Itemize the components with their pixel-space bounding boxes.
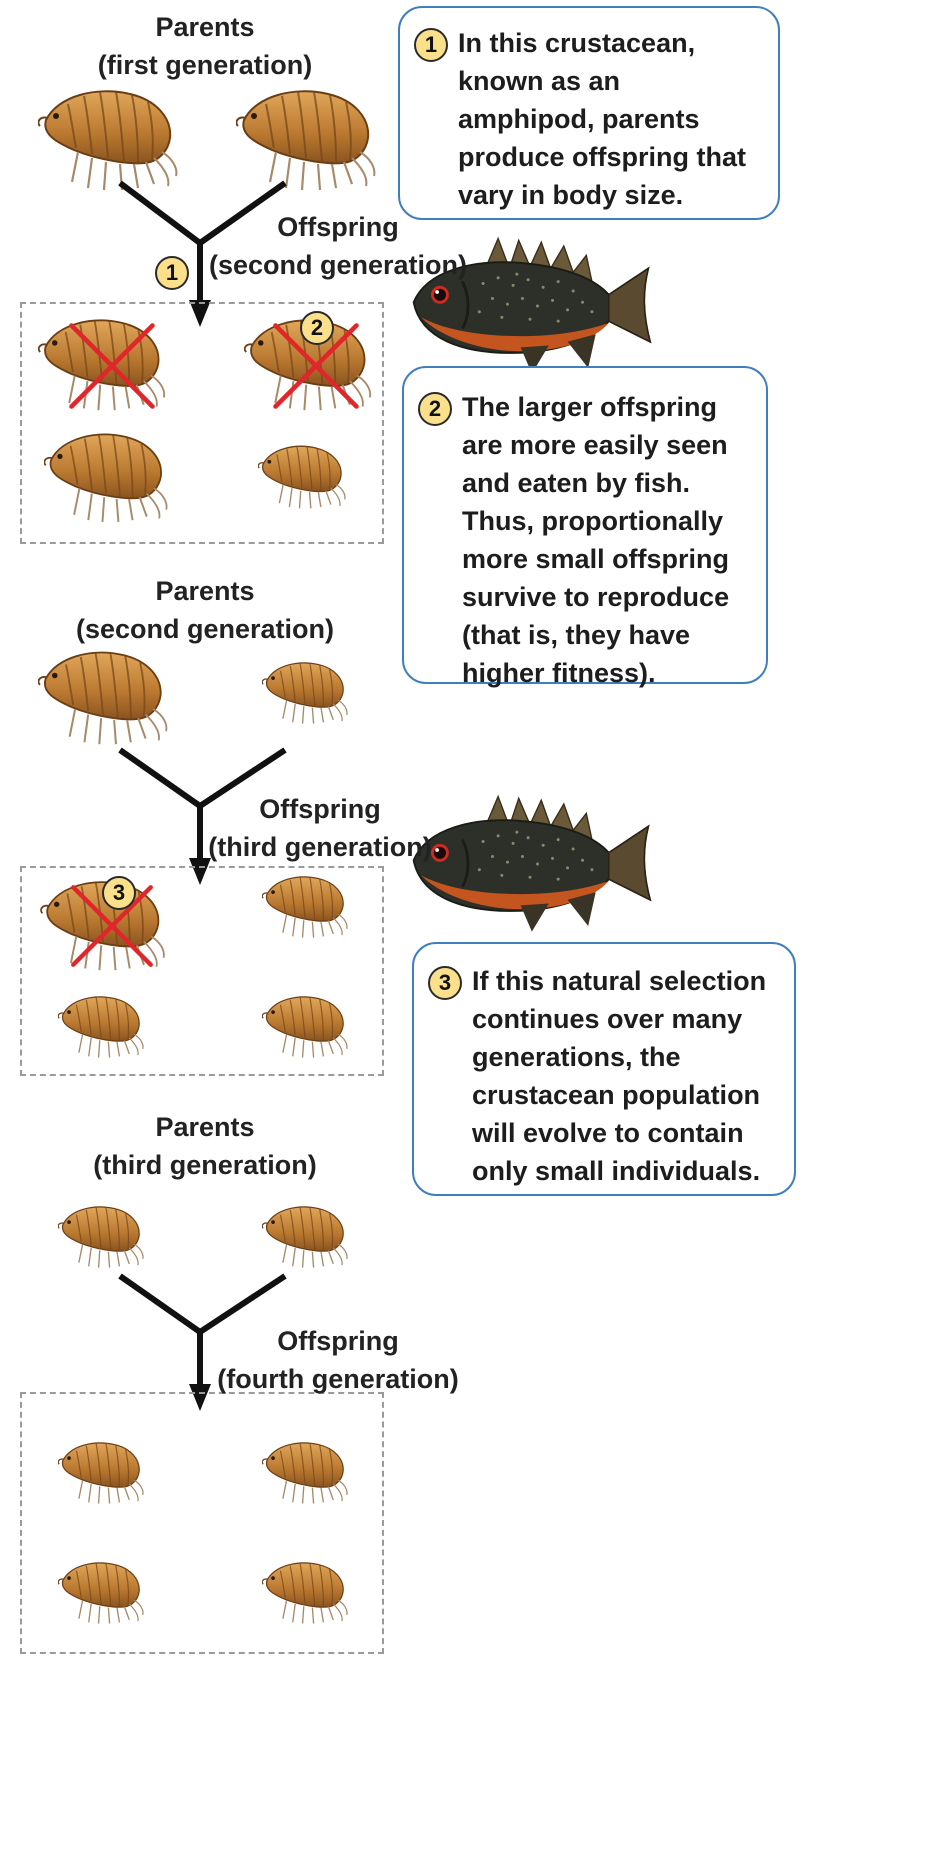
parents-third-generation-label: Parents (third generation) [60, 1108, 350, 1184]
text-line: more small offspring [462, 540, 766, 578]
amphipod-icon [38, 653, 166, 745]
label-line: (first generation) [60, 46, 350, 84]
callout-1-number: 1 [414, 28, 448, 62]
text-line: higher fitness). [462, 654, 766, 692]
callout-3-number: 3 [428, 966, 462, 1000]
label-line: Offspring [206, 1322, 470, 1360]
text-line: In this crustacean, [458, 24, 776, 62]
label-line: (second generation) [206, 246, 470, 284]
callout-2-text: The larger offspring are more easily see… [462, 388, 766, 692]
offspring-fourth-generation-label: Offspring (fourth generation) [206, 1322, 470, 1398]
text-line: survive to reproduce [462, 578, 766, 616]
text-line: continues over many [472, 1000, 792, 1038]
text-line: generations, the [472, 1038, 792, 1076]
text-line: will evolve to contain [472, 1114, 792, 1152]
label-line: (second generation) [50, 610, 360, 648]
label-line: Parents [50, 572, 360, 610]
text-line: The larger offspring [462, 388, 766, 426]
text-line: produce offspring that [458, 138, 776, 176]
text-line: If this natural selection [472, 962, 792, 1000]
step-marker-2: 2 [300, 311, 334, 345]
label-line: (third generation) [60, 1146, 350, 1184]
offspring-box-third-generation [20, 866, 384, 1076]
amphipod-icon [262, 663, 347, 724]
text-line: and eaten by fish. [462, 464, 766, 502]
amphipod-icon [262, 1207, 347, 1268]
callout-3-text: If this natural selection continues over… [472, 962, 792, 1190]
offspring-box-fourth-generation [20, 1392, 384, 1654]
text-line: known as an [458, 62, 776, 100]
amphipod-icon [58, 1207, 143, 1268]
parents-first-generation-label: Parents (first generation) [60, 8, 350, 84]
text-line: are more easily seen [462, 426, 766, 464]
parents-second-generation-label: Parents (second generation) [50, 572, 360, 648]
text-line: only small individuals. [472, 1152, 792, 1190]
amphipod-icon [236, 91, 374, 190]
text-line: vary in body size. [458, 176, 776, 214]
step-marker-3: 3 [102, 876, 136, 910]
label-line: Parents [60, 8, 350, 46]
label-line: Offspring [204, 790, 436, 828]
label-line: Parents [60, 1108, 350, 1146]
callout-2-number: 2 [418, 392, 452, 426]
text-line: (that is, they have [462, 616, 766, 654]
amphipod-icon [38, 91, 176, 190]
callout-1-text: In this crustacean, known as an amphipod… [458, 24, 776, 214]
label-line: (fourth generation) [206, 1360, 470, 1398]
text-line: Thus, proportionally [462, 502, 766, 540]
step-marker-1: 1 [155, 256, 189, 290]
fish-icon [414, 796, 650, 931]
offspring-third-generation-label: Offspring (third generation) [204, 790, 436, 866]
text-line: amphipod, parents [458, 100, 776, 138]
label-line: (third generation) [204, 828, 436, 866]
text-line: crustacean population [472, 1076, 792, 1114]
